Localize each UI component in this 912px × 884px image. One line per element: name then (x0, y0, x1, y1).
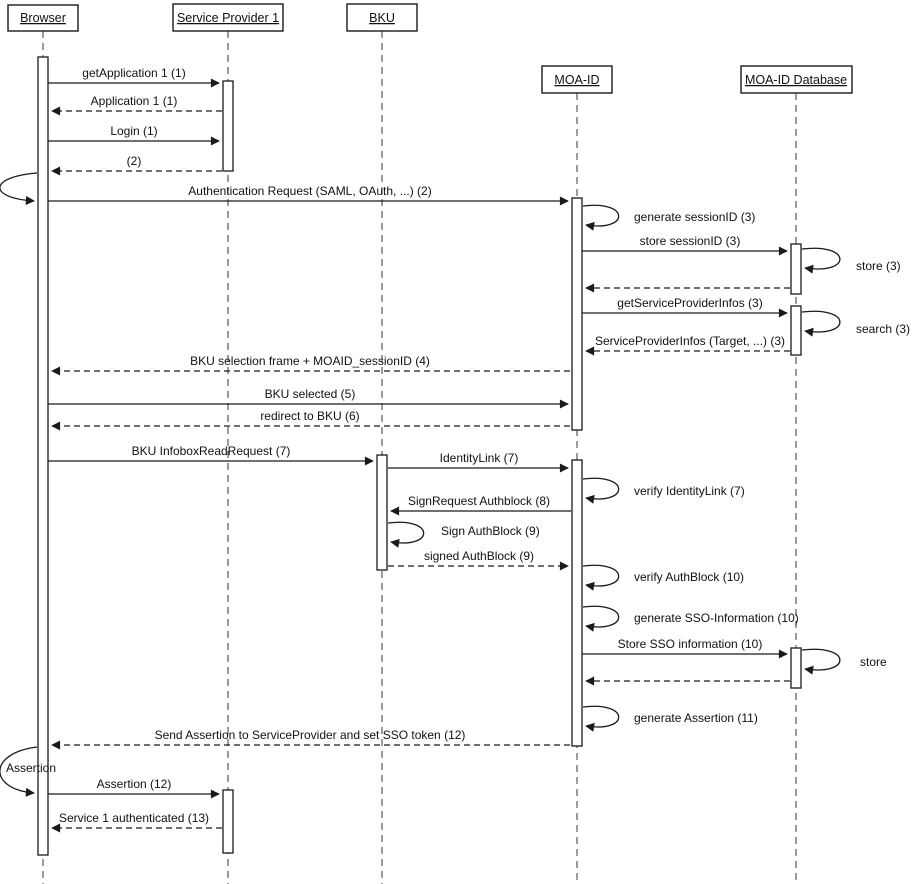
self-message-arc (801, 310, 841, 337)
message-verify-identitylink: verify IdentityLink (7) (582, 477, 745, 504)
message-sign-authblock: Sign AuthBlock (9) (387, 521, 540, 548)
message-label: getApplication 1 (1) (82, 66, 185, 80)
message-bku-selection-frame: BKU selection frame + MOAID_sessionID (4… (51, 354, 570, 376)
message-label: redirect to BKU (6) (260, 409, 359, 423)
actor-label: Browser (20, 11, 66, 25)
message-assertion-12: Assertion (12) (48, 777, 220, 799)
message-label: store (3) (856, 259, 901, 273)
self-message-arc (582, 605, 620, 632)
message-label: Service 1 authenticated (13) (59, 811, 209, 825)
message-login: Login (1) (48, 124, 220, 146)
message-label: Login (1) (110, 124, 157, 138)
message-label: Application 1 (1) (91, 94, 178, 108)
activation-moa-id-a (571, 197, 583, 431)
message-label: store (860, 655, 887, 669)
message-label: Assertion (12) (97, 777, 172, 791)
browser-assertion-loop: Assertion (0, 746, 56, 797)
self-message-arc (582, 204, 620, 231)
activation-moa-id-b (571, 459, 583, 747)
message-signed-authblock: signed AuthBlock (9) (388, 549, 569, 571)
self-message-arc (582, 705, 620, 732)
message-service-1-authenticated: Service 1 authenticated (13) (51, 811, 222, 833)
message-label: BKU selected (5) (265, 387, 356, 401)
message-label: verify IdentityLink (7) (634, 484, 745, 498)
actor-box (740, 65, 853, 94)
message-label: Assertion (6, 761, 56, 775)
actor-label: MOA-ID Database (745, 73, 847, 87)
actor-box (541, 65, 613, 94)
actor-label: MOA-ID (554, 73, 599, 87)
actor-service-provider-1: Service Provider 1 (172, 3, 284, 32)
activation-browser (37, 56, 49, 856)
activation-moa-id-database-c (790, 647, 802, 689)
message-generate-sessionid: generate sessionID (3) (582, 204, 755, 231)
message-store-3-self: store (3) (801, 247, 901, 274)
message-label: Sign AuthBlock (9) (441, 524, 540, 538)
message-verify-authblock: verify AuthBlock (10) (582, 564, 744, 591)
message-bku-selected: BKU selected (5) (48, 387, 569, 409)
message-getserviceproviderinfos: getServiceProviderInfos (3) (582, 296, 788, 318)
actor-moa-id-database: MOA-ID Database (740, 65, 853, 94)
activation-moa-id-database-b (790, 305, 802, 356)
message-bku-infoboxreadrequest: BKU InfoboxReadRequest (7) (48, 444, 374, 466)
message-label: generate sessionID (3) (634, 210, 755, 224)
message-label: IdentityLink (7) (440, 451, 519, 465)
message-label: Authentication Request (SAML, OAuth, ...… (188, 184, 431, 198)
message-label: Send Assertion to ServiceProvider and se… (155, 728, 466, 742)
message-label: generate Assertion (11) (634, 711, 758, 725)
message-label: getServiceProviderInfos (3) (617, 296, 762, 310)
self-message-arc (582, 477, 620, 504)
message-label: ServiceProviderInfos (Target, ...) (3) (595, 334, 785, 348)
actor-bku: BKU (346, 3, 418, 32)
message-serviceproviderinfos: ServiceProviderInfos (Target, ...) (3) (585, 334, 790, 356)
actor-label: Service Provider 1 (177, 11, 279, 25)
message-label: Store SSO information (10) (618, 637, 763, 651)
browser-redirect-loop (0, 172, 38, 205)
message-search-self: search (3) (801, 310, 910, 337)
activation-service-provider-1-a (222, 80, 234, 172)
message-send-assertion: Send Assertion to ServiceProvider and se… (51, 728, 570, 750)
activation-bku (376, 454, 388, 571)
message-getapplication: getApplication 1 (1) (48, 66, 220, 88)
message-label: BKU selection frame + MOAID_sessionID (4… (190, 354, 430, 368)
activation-moa-id-database-a (790, 243, 802, 295)
self-message-arc (582, 564, 620, 591)
self-message-arc (0, 746, 38, 797)
message-label: SignRequest Authblock (8) (408, 494, 550, 508)
actor-moa-id: MOA-ID (541, 65, 613, 94)
message-label: generate SSO-Information (10) (634, 611, 799, 625)
message-label: verify AuthBlock (10) (634, 570, 744, 584)
actor-browser: Browser (7, 4, 79, 32)
message-label: search (3) (856, 322, 910, 336)
message-generate-sso-information: generate SSO-Information (10) (582, 605, 799, 632)
actor-box (172, 3, 284, 32)
actor-label: BKU (369, 11, 395, 25)
message-label: signed AuthBlock (9) (424, 549, 534, 563)
actor-box (346, 3, 418, 32)
message-signrequest-authblock: SignRequest Authblock (8) (390, 494, 571, 516)
message-label: BKU InfoboxReadRequest (7) (132, 444, 291, 458)
message-identitylink: IdentityLink (7) (388, 451, 569, 473)
message-redirect-to-bku: redirect to BKU (6) (51, 409, 570, 431)
activation-service-provider-1-b (222, 789, 234, 854)
self-message-arc (801, 648, 841, 675)
message-store-sso-information: Store SSO information (10) (582, 637, 788, 659)
message-store-self: store (801, 648, 887, 675)
actor-box (7, 4, 79, 32)
message-label: (2) (127, 154, 142, 168)
message-label: store sessionID (3) (640, 234, 741, 248)
message-authentication-request: Authentication Request (SAML, OAuth, ...… (48, 184, 569, 206)
self-message-arc (387, 521, 425, 548)
self-message-arc (801, 247, 841, 274)
message-generate-assertion: generate Assertion (11) (582, 705, 758, 732)
message-store-sessionid: store sessionID (3) (582, 234, 788, 256)
message-application-1: Application 1 (1) (51, 94, 222, 116)
message-2-return: (2) (51, 154, 222, 176)
